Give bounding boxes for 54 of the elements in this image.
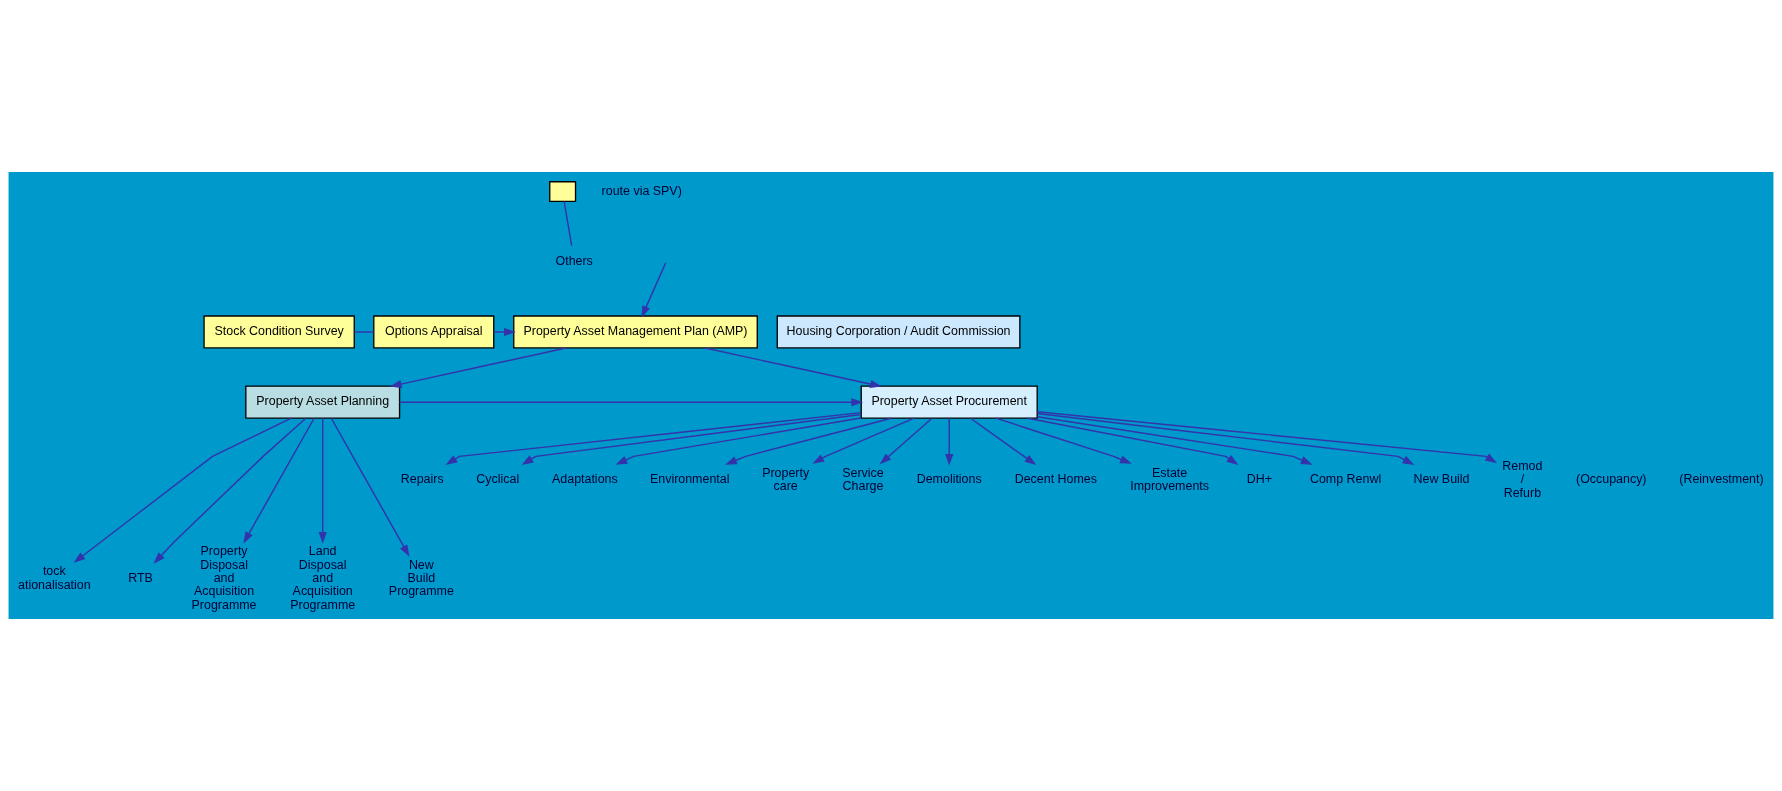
- arrow: [969, 417, 1037, 466]
- arrow: [1026, 417, 1239, 465]
- node-text: New Build Programme: [388, 557, 454, 599]
- node-box: Property Asset Management Plan (AMP): [513, 315, 758, 349]
- node-text: RTB: [128, 570, 153, 585]
- arrow: [153, 417, 307, 564]
- arrow: [995, 417, 1132, 464]
- node-text: Remod / Refurb: [1502, 458, 1543, 500]
- arrow: [725, 417, 893, 465]
- arrow: [879, 417, 933, 465]
- label: (Occupancy): [1576, 472, 1647, 487]
- arrow: [389, 347, 567, 389]
- node-box: Property Asset Procurement: [860, 385, 1038, 419]
- arrow: [641, 262, 667, 318]
- arrow: [615, 417, 862, 465]
- node-text: Environmental: [649, 472, 730, 487]
- node-box: Property Asset Planning: [245, 385, 401, 419]
- arrow: [1036, 412, 1415, 465]
- node-text: DH+: [1246, 472, 1272, 487]
- label: route via SPV): [601, 183, 682, 198]
- node-box: Options Appraisal: [373, 315, 495, 349]
- node-text: Demolitions: [916, 472, 982, 487]
- arrow: [945, 417, 954, 466]
- arrow: [445, 411, 862, 465]
- arrow: [493, 327, 516, 337]
- node-text: Others: [555, 254, 593, 269]
- label: (Reinvestment): [1679, 472, 1764, 487]
- arrow: [330, 417, 410, 557]
- connector: [353, 331, 375, 333]
- node-text: New Build: [1413, 472, 1470, 487]
- arrow: [398, 398, 864, 407]
- node-text: Land Disposal and Acquisition Programme: [290, 544, 356, 612]
- arrow: [318, 417, 327, 544]
- node-text: Estate Improvements: [1130, 465, 1209, 493]
- node-text: Cyclical: [476, 472, 520, 487]
- arrow: [243, 417, 315, 544]
- arrow: [521, 413, 862, 465]
- node-box: Housing Corporation / Audit Commission: [776, 315, 1021, 349]
- arrow: [704, 347, 882, 389]
- arrow: [1036, 411, 1497, 464]
- node-text: Property care: [762, 465, 810, 493]
- node-box: Stock Condition Survey: [203, 315, 355, 349]
- node-text: tock ationalisation: [18, 564, 91, 592]
- node-text: Comp Renwl: [1309, 472, 1382, 487]
- arrow: [73, 417, 293, 563]
- node-text: Service Charge: [842, 465, 884, 493]
- node-box: [549, 181, 577, 202]
- arrow: [812, 417, 915, 464]
- node-text: Property Disposal and Acquisition Programme: [191, 544, 257, 612]
- node-text: Decent Homes: [1014, 472, 1097, 487]
- connector: [563, 200, 573, 247]
- arrow: [1036, 416, 1313, 465]
- node-text: Repairs: [400, 472, 444, 487]
- node-text: Adaptations: [552, 472, 618, 487]
